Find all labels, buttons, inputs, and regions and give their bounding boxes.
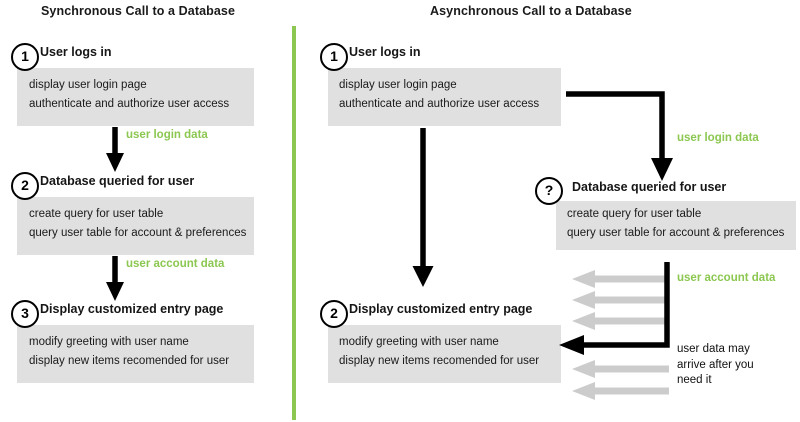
left-step-2-line-1: create query for user table (29, 208, 164, 220)
right-step-1-badge: 1 (320, 43, 348, 71)
left-panel-title: Synchronous Call to a Database (41, 4, 236, 18)
right-arrow-account-data (559, 262, 670, 355)
left-step-3-badge: 3 (11, 300, 39, 328)
late-data-note: user data may arrive after you need it (677, 343, 754, 386)
gray-return-arrow-4 (572, 360, 669, 378)
right-step-1-box (328, 68, 561, 126)
left-step-2-line-2: query user table for account & preferenc… (29, 227, 247, 239)
left-step-2-title: Database queried for user (40, 174, 195, 188)
right-step-2-line-2: display new items recomended for user (339, 355, 540, 367)
right-flow-label-1: user login data (677, 132, 759, 144)
left-step-2-box (17, 197, 254, 255)
left-arrow-login-data (106, 127, 124, 172)
left-step-3-line-1: modify greeting with user name (29, 336, 189, 348)
left-step-3-title: Display customized entry page (40, 302, 224, 316)
right-flow-label-2: user account data (677, 272, 776, 284)
right-step-db-title: Database queried for user (572, 180, 727, 194)
right-step-1-line-1: display user login page (339, 79, 457, 91)
left-step-1-box (17, 68, 254, 126)
left-step-1-badge: 1 (11, 43, 39, 71)
gray-return-arrow-3 (572, 312, 669, 330)
right-arrow-login-data (566, 91, 673, 181)
gray-return-arrow-2 (572, 291, 669, 309)
right-step-db-line-1: create query for user table (567, 208, 702, 220)
left-step-1-title: User logs in (40, 45, 112, 59)
right-step-2-line-1: modify greeting with user name (339, 336, 499, 348)
left-step-3-box (17, 325, 254, 383)
left-step-1-line-1: display user login page (29, 79, 147, 91)
left-flow-label-1: user login data (126, 129, 208, 141)
right-step-2-box (328, 325, 561, 383)
left-arrow-account-data (106, 256, 124, 301)
right-step-db-box (556, 201, 796, 250)
panel-divider (292, 26, 296, 420)
right-panel-title: Asynchronous Call to a Database (430, 4, 632, 18)
left-step-1-line-2: authenticate and authorize user access (29, 98, 230, 110)
left-step-3-line-2: display new items recomended for user (29, 355, 230, 367)
left-step-2-badge: 2 (11, 172, 39, 200)
right-step-1-title: User logs in (349, 45, 421, 59)
right-step-db-badge: ? (535, 177, 563, 205)
left-flow-label-2: user account data (126, 258, 225, 270)
gray-return-arrow-1 (572, 270, 669, 288)
right-arrow-main-flow (412, 128, 434, 287)
right-step-1-line-2: authenticate and authorize user access (339, 98, 540, 110)
right-step-2-title: Display customized entry page (349, 302, 533, 316)
right-step-db-line-2: query user table for account & preferenc… (567, 227, 785, 239)
gray-return-arrow-5 (572, 382, 669, 400)
right-step-2-badge: 2 (320, 300, 348, 328)
